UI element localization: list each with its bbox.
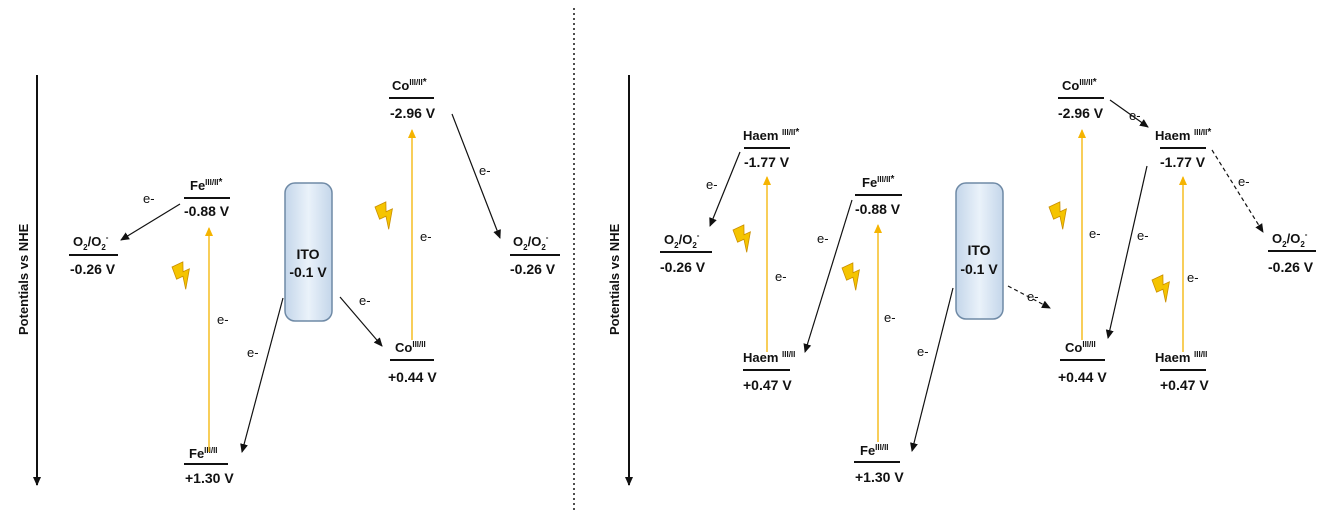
haem2-excited-potential: -1.77 V	[1160, 154, 1206, 170]
co-to-o2-arrow	[451, 113, 501, 239]
lightning-icon	[170, 260, 197, 292]
o2-left-potential: -0.26 V	[70, 261, 116, 277]
fe-excited-label: FeIII/II*	[862, 174, 895, 190]
electron-label: e-	[1187, 270, 1199, 285]
fe-to-haem1-arrow	[803, 199, 853, 353]
lightning-icon	[840, 261, 867, 293]
right-panel: Potentials vs NHE ITO -0.1 V Haem III/II…	[607, 75, 1316, 486]
ito-label: ITO	[967, 242, 990, 258]
co-excited-label: CoIII/II*	[1062, 77, 1097, 93]
ito-to-fe-arrow	[240, 297, 284, 453]
o2-right-label: O2/O2-	[513, 233, 549, 252]
lightning-icon	[731, 223, 758, 255]
ito-potential: -0.1 V	[289, 264, 327, 280]
electron-label: e-	[247, 345, 259, 360]
haem1-ground-potential: +0.47 V	[743, 377, 792, 393]
co-ground-potential: +0.44 V	[1058, 369, 1107, 385]
ito-to-co-dashed-arrow	[1007, 285, 1051, 309]
co-excited-potential: -2.96 V	[390, 105, 436, 121]
fe-excited-label: FeIII/II*	[190, 177, 223, 193]
co-excited-label: CoIII/II*	[392, 77, 427, 93]
haem1-ground-label: Haem III/II	[743, 350, 795, 365]
o2-right-label: O2/O2-	[1272, 230, 1308, 249]
ito-to-fe-arrow	[910, 287, 954, 452]
fe-excited-potential: -0.88 V	[184, 203, 230, 219]
haem1-excited-potential: -1.77 V	[744, 154, 790, 170]
electron-label: e-	[817, 231, 829, 246]
o2-right-potential: -0.26 V	[510, 261, 556, 277]
axis-title: Potentials vs NHE	[16, 223, 31, 335]
ito-to-co-arrow	[339, 296, 383, 347]
electron-label: e-	[775, 269, 787, 284]
co-to-haem2-arrow	[1109, 99, 1149, 128]
o2-left-label: O2/O2-	[664, 231, 700, 250]
fe-to-o2-arrow	[120, 203, 181, 241]
ito-electrode	[955, 182, 1004, 320]
electron-label: e-	[917, 344, 929, 359]
ito-electrode	[284, 182, 333, 322]
fe-ground-potential: +1.30 V	[185, 470, 234, 486]
haem1-to-o2-arrow	[709, 151, 741, 227]
haem2-to-o2-dashed-arrow	[1211, 149, 1264, 233]
fe-ground-label: FeIII/II	[189, 446, 218, 461]
co-ground-label: CoIII/II	[1065, 340, 1096, 355]
o2-right-potential: -0.26 V	[1268, 259, 1314, 275]
lightning-icon	[1047, 200, 1074, 232]
co-excited-potential: -2.96 V	[1058, 105, 1104, 121]
electron-label: e-	[420, 229, 432, 244]
haem1-excited-label: Haem III/II*	[743, 127, 799, 143]
ito-label: ITO	[296, 246, 319, 262]
fe-ground-potential: +1.30 V	[855, 469, 904, 485]
o2-left-label: O2/O2-	[73, 233, 109, 252]
electron-label: e-	[706, 177, 718, 192]
axis-title: Potentials vs NHE	[607, 223, 622, 335]
electron-label: e-	[1238, 174, 1250, 189]
electron-label: e-	[1129, 108, 1141, 123]
co-ground-label: CoIII/II	[395, 340, 426, 355]
electron-label: e-	[884, 310, 896, 325]
haem2-to-co-arrow	[1105, 165, 1148, 339]
lightning-icon	[1150, 273, 1177, 305]
electron-label: e-	[359, 293, 371, 308]
electron-label: e-	[1137, 228, 1149, 243]
electron-label: e-	[1089, 226, 1101, 241]
haem2-ground-label: Haem III/II	[1155, 350, 1207, 365]
electron-label: e-	[1027, 289, 1039, 304]
fe-ground-label: FeIII/II	[860, 443, 889, 458]
haem2-ground-potential: +0.47 V	[1160, 377, 1209, 393]
fe-excited-potential: -0.88 V	[855, 201, 901, 217]
lightning-icon	[373, 200, 400, 232]
electron-label: e-	[479, 163, 491, 178]
left-panel: Potentials vs NHE ITO -0.1 V FeIII/II* -…	[16, 75, 560, 486]
co-ground-potential: +0.44 V	[388, 369, 437, 385]
electron-label: e-	[217, 312, 229, 327]
o2-left-potential: -0.26 V	[660, 259, 706, 275]
electron-label: e-	[143, 191, 155, 206]
ito-potential: -0.1 V	[960, 261, 998, 277]
haem2-excited-label: Haem III/II*	[1155, 127, 1211, 143]
